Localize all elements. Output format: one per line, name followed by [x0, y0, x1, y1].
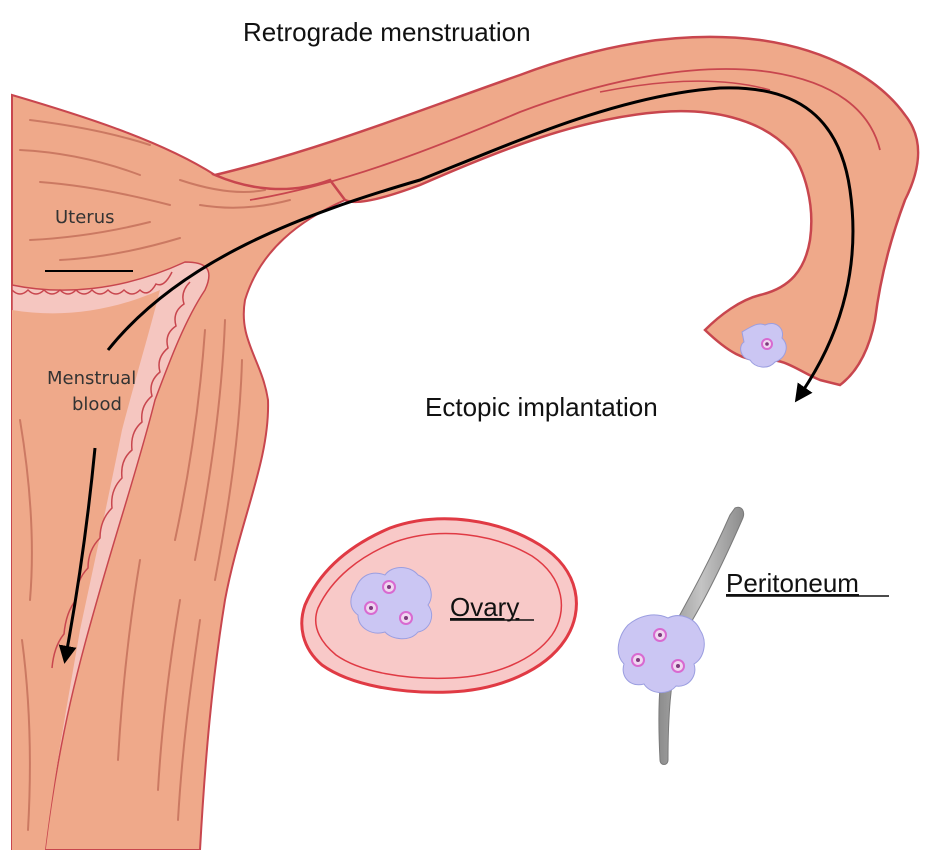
cell-nucleolus	[765, 342, 769, 346]
label-blood: blood	[72, 394, 122, 415]
label-ectopic-implantation: Ectopic implantation	[425, 392, 658, 422]
label-uterus: Uterus	[55, 207, 115, 228]
label-peritoneum: Peritoneum	[726, 568, 859, 598]
peritoneum-cell-cluster	[618, 615, 704, 693]
ovary	[302, 519, 577, 692]
ovary-outer	[302, 519, 577, 692]
label-menstrual: Menstrual	[47, 368, 136, 389]
label-retrograde-menstruation: Retrograde menstruation	[243, 17, 531, 47]
label-ovary: Ovary	[450, 592, 519, 622]
peritoneum	[618, 507, 743, 764]
